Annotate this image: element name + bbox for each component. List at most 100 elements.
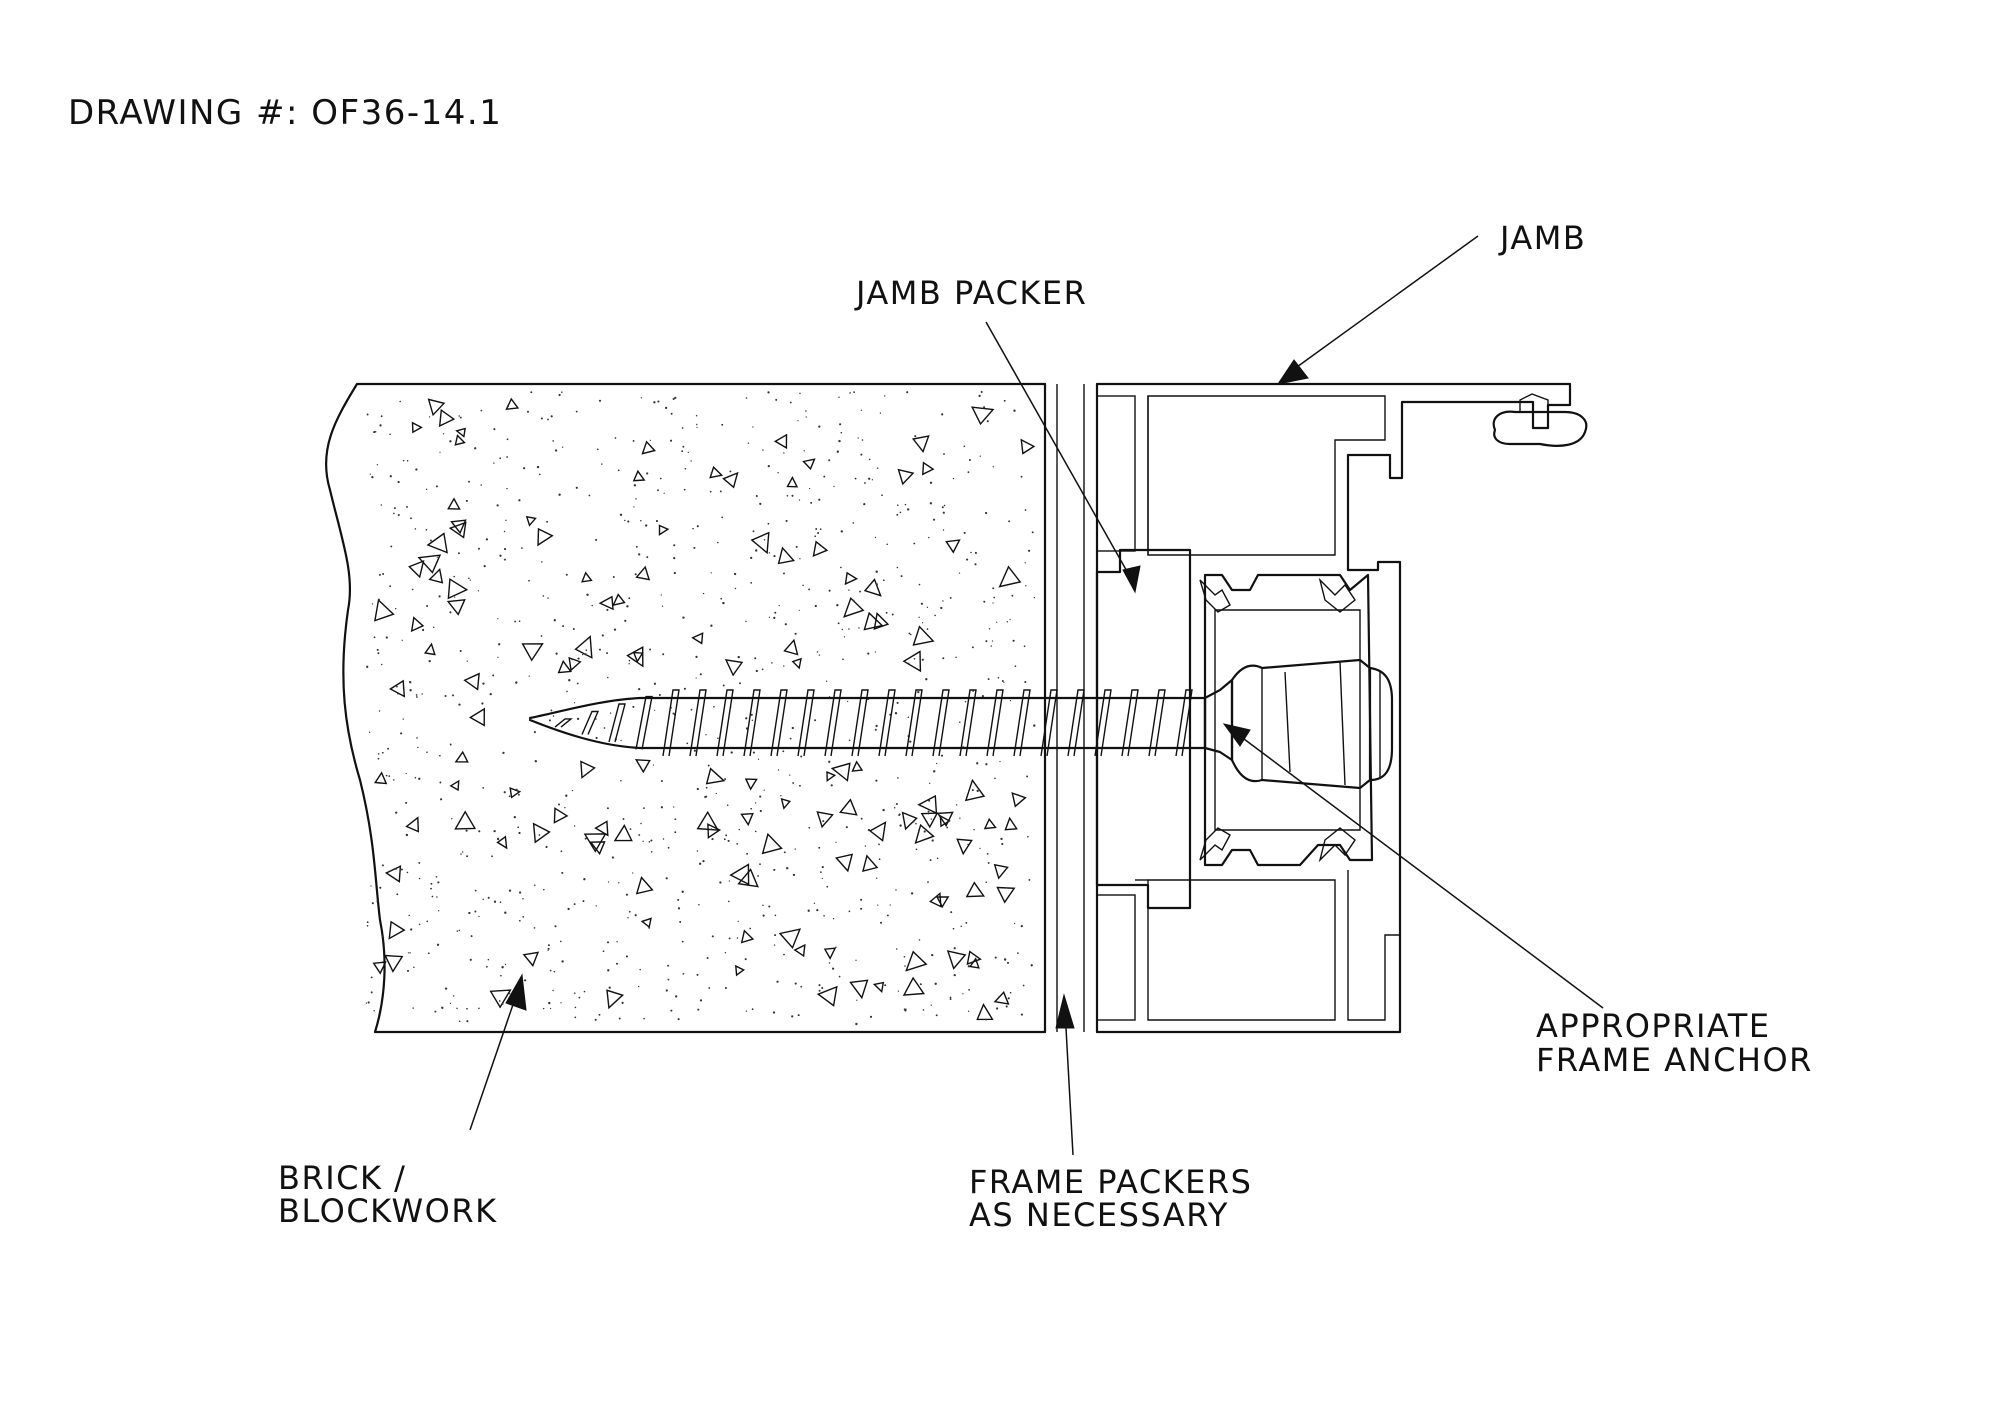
aggregate-dot [900, 575, 903, 578]
aggregate-mark [929, 892, 942, 908]
aggregate-dot [1012, 639, 1015, 642]
aggregate-dot [466, 855, 469, 858]
aggregate-dot [673, 806, 675, 808]
aggregate-dot [836, 450, 839, 453]
aggregate-dot [966, 558, 969, 561]
aggregate-mark [594, 820, 609, 837]
aggregate-dot [667, 846, 670, 849]
aggregate-mark [936, 811, 954, 827]
aggregate-dot [755, 549, 758, 552]
aggregate-mark [902, 976, 925, 996]
aggregate-dot [518, 620, 521, 622]
aggregate-dot [425, 528, 428, 531]
aggregate-dot [575, 486, 578, 489]
aggregate-dot [856, 999, 858, 1001]
aggregate-dot [874, 651, 877, 653]
aggregate-dot [649, 439, 651, 442]
aggregate-dot [517, 826, 520, 829]
aggregate-dot [867, 652, 870, 655]
aggregate-dot [582, 653, 584, 656]
aggregate-mark [724, 659, 744, 677]
aggregate-dot [1017, 952, 1019, 954]
aggregate-dot [667, 978, 670, 981]
aggregate-dot [821, 877, 823, 880]
aggregate-mark [408, 559, 425, 579]
aggregate-dot [789, 737, 792, 740]
aggregate-dot [707, 764, 710, 767]
aggregate-dot [959, 721, 961, 723]
aggregate-dot [474, 889, 477, 892]
aggregate-dot [759, 863, 761, 865]
aggregate-dot [780, 795, 782, 797]
aggregate-mark [914, 823, 935, 845]
aggregate-dot [405, 801, 408, 804]
aggregate-dot [987, 678, 990, 681]
aggregate-dot [816, 651, 819, 653]
aggregate-dot [867, 828, 871, 832]
aggregate-dot [699, 999, 703, 1002]
aggregate-dot [506, 438, 509, 441]
aggregate-dot [406, 969, 410, 972]
aggregate-dot [710, 624, 713, 627]
aggregate-mark [410, 616, 425, 633]
aggregate-mark [1011, 792, 1027, 808]
screw-thread [1175, 689, 1193, 757]
aggregate-dot [711, 838, 714, 841]
aggregate-dot [413, 966, 415, 969]
aggregate-dot [430, 882, 433, 885]
aggregate-mark [389, 679, 406, 698]
aggregate-dot [798, 499, 801, 501]
screw-thread [554, 718, 573, 728]
aggregate-dot [971, 646, 974, 649]
aggregate-dot [767, 391, 770, 394]
aggregate-dot [598, 1013, 601, 1016]
aggregate-dot [963, 531, 966, 534]
aggregate-dot [591, 604, 593, 607]
aggregate-mark [912, 625, 935, 646]
aggregate-dot [992, 587, 995, 590]
screw-thread [851, 689, 869, 757]
aggregate-dot [995, 1007, 999, 1010]
aggregate-dot [942, 600, 944, 602]
aggregate-mark [872, 981, 885, 994]
aggregate-dot [696, 973, 699, 976]
aggregate-dot [882, 808, 885, 812]
aggregate-dot [457, 552, 460, 555]
aggregate-dot [967, 1010, 970, 1012]
aggregate-dot [979, 455, 981, 457]
aggregate-dot [425, 488, 428, 491]
aggregate-dot [715, 792, 717, 795]
aggregate-dot [554, 449, 558, 452]
aggregate-dot [696, 426, 698, 429]
aggregate-dot [674, 818, 677, 821]
aggregate-mark [783, 638, 799, 656]
aggregate-dot [552, 440, 555, 442]
aggregate-dot [506, 487, 508, 490]
aggregate-dot [914, 435, 917, 438]
aggregate-dot [389, 475, 392, 478]
aggregate-dot [437, 881, 440, 884]
aggregate-dot [412, 1007, 414, 1009]
aggregate-dot [628, 659, 631, 662]
aggregate-dot [783, 452, 785, 454]
screw-thread [1148, 689, 1166, 757]
aggregate-dot [999, 760, 1001, 763]
aggregate-mark [598, 595, 614, 611]
aggregate-dot [772, 1011, 776, 1014]
aggregate-dot [922, 1009, 925, 1011]
aggregate-mark [740, 812, 754, 827]
aggregate-dot [371, 475, 374, 479]
aggregate-dot [1024, 509, 1027, 511]
aggregate-dot [762, 449, 764, 451]
aggregate-dot [724, 952, 727, 954]
aggregate-dot [692, 527, 694, 530]
aggregate-dot [994, 777, 996, 780]
aggregate-dot [737, 655, 740, 659]
aggregate-dot [727, 839, 730, 842]
aggregate-dot [913, 542, 916, 545]
aggregate-dot [897, 777, 899, 779]
aggregate-dot [673, 557, 676, 560]
aggregate-dot [768, 905, 771, 908]
aggregate-mark [463, 672, 480, 691]
aggregate-dot [628, 910, 631, 913]
